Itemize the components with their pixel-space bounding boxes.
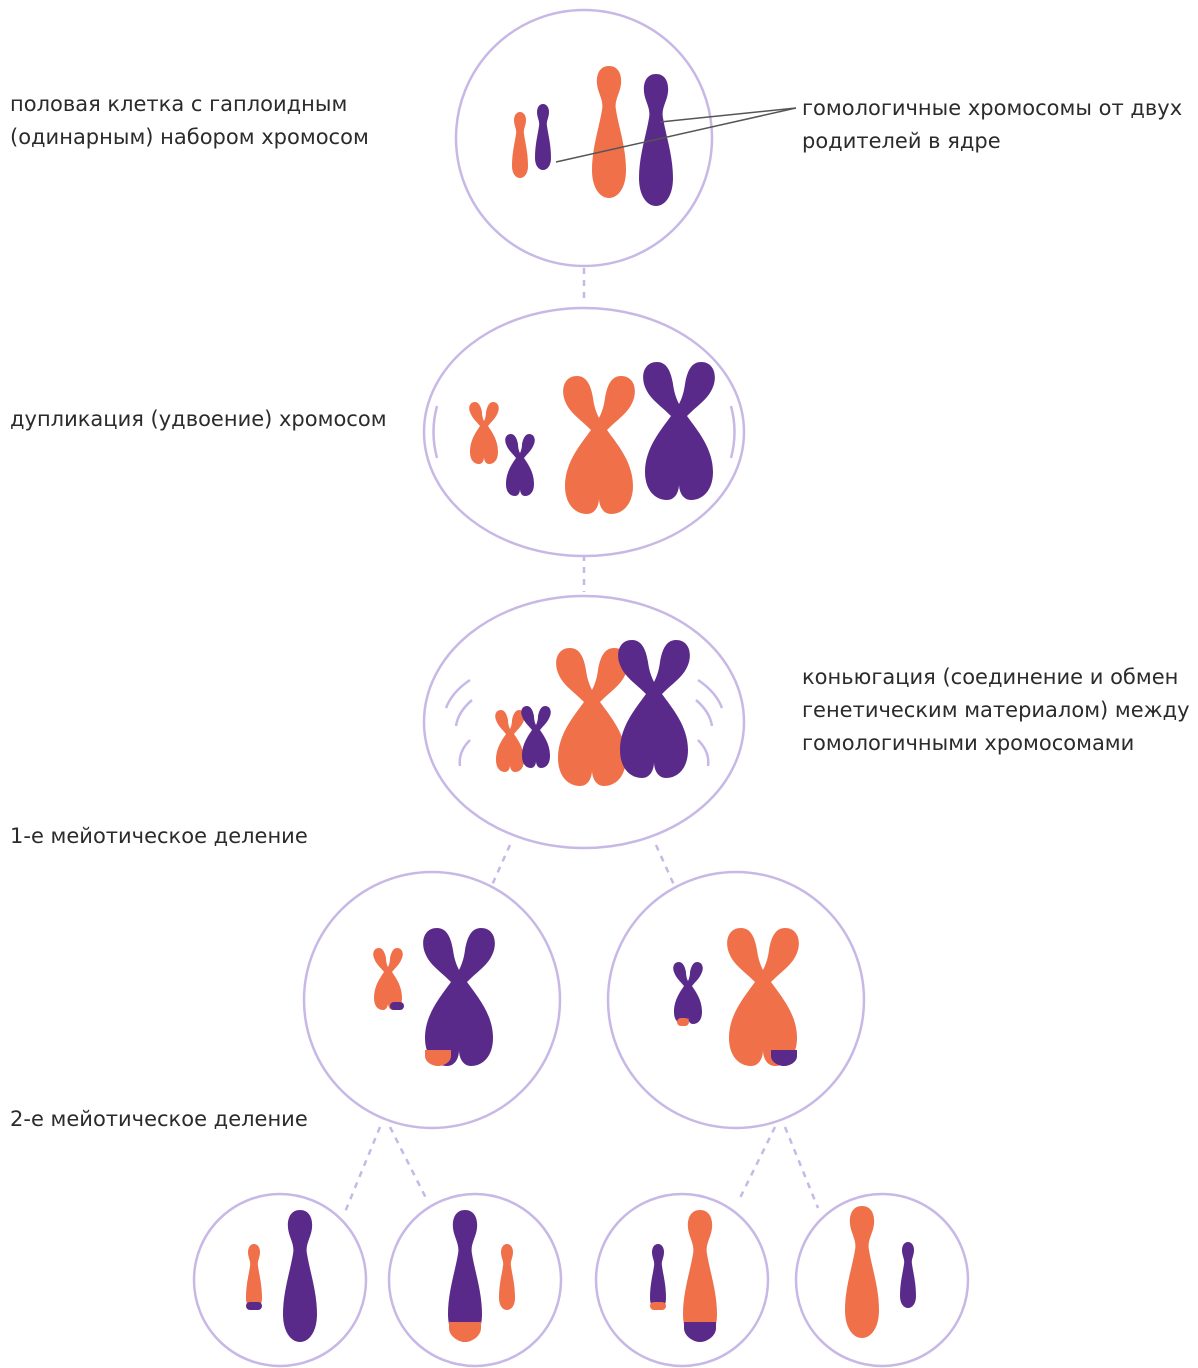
label-duplication-text: дупликация (удвоение) хромосом [10,407,387,431]
connector-4a-5b [388,1126,430,1203]
label-haploid-cell: половая клетка с гаплоидным (одинарным) … [10,88,369,154]
label-homologous-line1: гомологичные хромосомы от двух [802,96,1183,120]
label-first-division: 1-е мейотическое деление [10,820,308,853]
connector-3-4b [654,844,676,886]
label-duplication: дупликация (удвоение) хромосом [10,403,387,436]
label-conjugation: коньюгация (соединение и обмен генетичес… [802,661,1190,760]
chromosome-small-orange [512,112,528,178]
label-second-division: 2-е мейотическое деление [10,1103,308,1136]
cell-division2-1 [192,1192,368,1368]
label-haploid-line2: (одинарным) набором хромосом [10,125,369,149]
cell-division1-right [606,870,866,1130]
chromosome-small-purple [535,104,551,170]
label-conjugation-line1: коньюгация (соединение и обмен [802,665,1179,689]
label-second-division-text: 2-е мейотическое деление [10,1107,308,1131]
label-haploid-line1: половая клетка с гаплоидным [10,92,348,116]
cell-haploid [454,8,714,268]
cell-division2-3 [594,1192,770,1368]
connector-lines [343,268,820,1213]
cell-duplication [422,306,746,558]
connector-3-4a [490,844,512,886]
cell-conjugation [422,594,746,850]
label-conjugation-line3: гомологичными хромосомами [802,731,1135,755]
cell-division2-2 [387,1192,563,1368]
connector-4b-5d [783,1126,820,1209]
pointer-lines [555,107,797,163]
label-homologous-line2: родителей в ядре [802,129,1001,153]
label-conjugation-line2: генетическим материалом) между [802,698,1190,722]
cell-division1-left [302,870,562,1130]
connector-4b-5c [736,1126,777,1203]
label-homologous: гомологичные хромосомы от двух родителей… [802,92,1182,158]
cell-division2-4 [794,1192,970,1368]
connector-4a-5a [343,1126,382,1213]
label-first-division-text: 1-е мейотическое деление [10,824,308,848]
